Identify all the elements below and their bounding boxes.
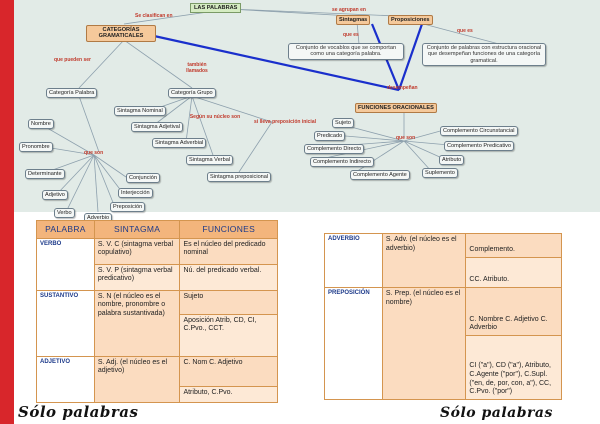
node-interjeccion[interactable]: Interjección: [118, 188, 153, 199]
node-complemento-agente[interactable]: Complemento Agente: [350, 170, 410, 181]
node-categorias-gramaticales[interactable]: CATEGORÍAS GRAMATICALES: [86, 25, 156, 42]
row-label-preposicion: PREPOSICIÓN: [324, 287, 383, 400]
link-que-son-2: que son: [396, 135, 416, 141]
node-preposicion[interactable]: Preposición: [110, 202, 146, 213]
logo-left: Sólo palabras: [18, 403, 139, 421]
cell-sustantivo-f2: Aposición Atrib, CD, CI, C.Pvo., CCT.: [179, 313, 278, 357]
node-def-proposicion[interactable]: Conjunto de palabras con estructura orac…: [422, 43, 546, 67]
node-complemento-directo[interactable]: Complemento Directo: [304, 144, 365, 155]
cell-verbo-f2: Nú. del predicado verbal.: [179, 263, 278, 291]
row-label-verbo: VERBO: [36, 237, 95, 291]
node-conjuncion[interactable]: Conjunción: [126, 173, 160, 184]
link-si-lleva-preposicion: si lleva preposición inicial: [254, 119, 316, 125]
cell-adverbio-f2: CC. Atributo.: [465, 257, 562, 288]
row-label-adjetivo: ADJETIVO: [36, 355, 95, 403]
node-complemento-circunstancial[interactable]: Complemento Circunstancial: [440, 126, 518, 137]
cell-adjetivo-f2: Atributo, C.Pvo.: [179, 385, 278, 403]
link-segun-su-nucleo: Según su núcleo son: [189, 114, 241, 120]
node-nombre[interactable]: Nombre: [28, 119, 54, 130]
accent-bar: [0, 0, 14, 424]
logo-right: Sólo palabras: [440, 405, 553, 421]
cell-preposicion-sprep: S. Prep. (el núcleo es el nombre): [381, 287, 467, 400]
node-funciones-oracionales[interactable]: FUNCIONES ORACIONALES: [355, 103, 437, 114]
table-categorias: PALABRA SINTAGMA FUNCIONES VERBO S. V. C…: [36, 220, 278, 403]
cell-sustantivo-f1: Sujeto: [179, 289, 278, 315]
link-que-es-1: que es: [343, 32, 359, 38]
node-complemento-indirecto[interactable]: Complemento Indirecto: [310, 157, 374, 168]
cell-adverbio-sadv: S. Adv. (el núcleo es el adverbio): [381, 233, 467, 288]
node-root[interactable]: LAS PALABRAS: [190, 3, 242, 14]
link-se-clasifican-en: Se clasifican en: [135, 13, 173, 19]
link-que-son-1: que son: [84, 150, 104, 156]
node-sintagma-adjetival[interactable]: Sintagma Adjetival: [131, 122, 184, 133]
cell-verbo-svc: S. V. C (sintagma verbal copulativo): [93, 237, 181, 265]
node-categoria-palabra[interactable]: Categoría Palabra: [46, 88, 98, 99]
connector-lines: [38, 8, 500, 212]
node-sintagmas[interactable]: Sintagmas: [336, 15, 371, 26]
node-predicado[interactable]: Predicado: [314, 131, 346, 142]
header-funciones: FUNCIONES: [179, 220, 278, 239]
concept-map: LAS PALABRAS Se clasifican en se agrupan…: [14, 0, 600, 224]
link-tambien-llamados: también llamados: [186, 62, 208, 74]
cell-adverbio-f1: Complemento.: [465, 233, 562, 258]
row-label-adverbio: ADVERBIO: [324, 233, 383, 288]
link-que-es-2: que es: [457, 28, 473, 34]
node-adjetivo[interactable]: Adjetivo: [42, 190, 68, 201]
node-proposiciones[interactable]: Proposiciones: [388, 15, 433, 26]
link-que-pueden-ser: que pueden ser: [54, 57, 91, 63]
link-desempenan: desempeñan: [387, 85, 418, 91]
node-suplemento[interactable]: Suplemento: [422, 168, 458, 179]
node-categoria-grupo[interactable]: Categoría Grupo: [168, 88, 216, 99]
node-determinante[interactable]: Determinante: [25, 169, 65, 180]
header-palabra: PALABRA: [36, 220, 95, 239]
node-sintagma-adverbial[interactable]: Sintagma Adverbial: [152, 138, 207, 149]
cell-preposicion-f1: C. Nombre C. Adjetivo C. Adverbio: [465, 287, 562, 336]
node-complemento-predicativo[interactable]: Complemento Predicativo: [444, 141, 515, 152]
node-sujeto[interactable]: Sujeto: [332, 118, 354, 129]
cell-preposicion-f2: CI ("a"), CD ("a"), Atributo, C.Agente (…: [465, 335, 562, 400]
cell-sustantivo-sn: S. N (el núcleo es el nombre, pronombre …: [93, 289, 181, 357]
node-pronombre[interactable]: Pronombre: [19, 142, 53, 153]
link-se-agrupan-en: se agrupan en: [332, 7, 366, 13]
node-sintagma-preposicional[interactable]: Sintagma preposicional: [207, 172, 272, 183]
node-verbo[interactable]: Verbo: [54, 208, 75, 219]
cell-adjetivo-sadj: S. Adj. (el núcleo es el adjetivo): [93, 355, 181, 403]
header-sintagma: SINTAGMA: [93, 220, 181, 239]
node-sintagma-nominal[interactable]: Sintagma Nominal: [114, 106, 166, 117]
cell-verbo-svp: S. V. P (sintagma verbal predicativo): [93, 263, 181, 291]
row-label-sustantivo: SUSTANTIVO: [36, 289, 95, 357]
cell-adjetivo-f1: C. Nom C. Adjetivo: [179, 355, 278, 387]
node-sintagma-verbal[interactable]: Sintagma Verbal: [186, 155, 234, 166]
cell-verbo-f1: Es el núcleo del predicado nominal: [179, 237, 278, 265]
node-atributo[interactable]: Atributo: [439, 155, 465, 166]
table-adverbio-preposicion: ADVERBIO S. Adv. (el núcleo es el adverb…: [324, 233, 562, 400]
node-def-sintagma[interactable]: Conjunto de vocablos que se comportan co…: [288, 43, 404, 60]
